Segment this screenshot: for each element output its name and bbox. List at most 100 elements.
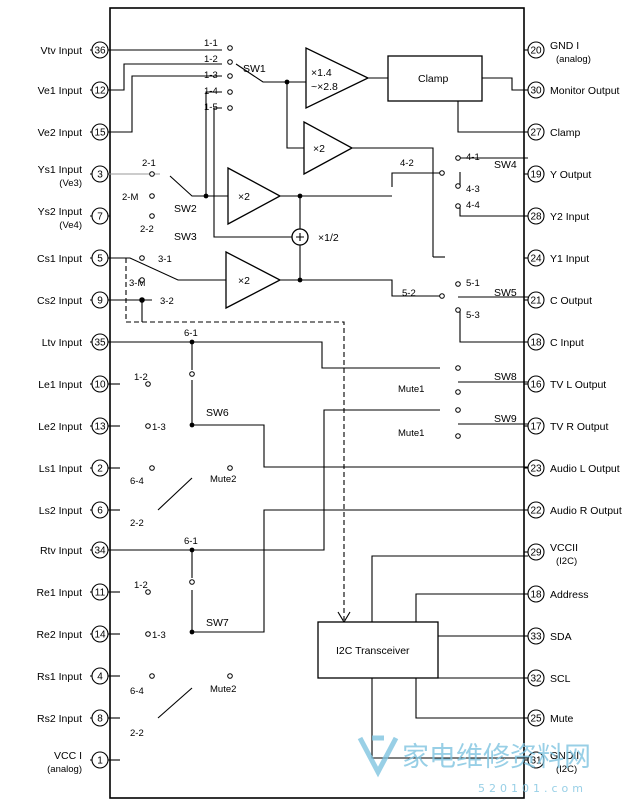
pin-number-badge (527, 459, 545, 477)
pin-number-badge (91, 333, 109, 351)
switch-contact (149, 213, 155, 219)
pin-sublabel: (analog) (47, 764, 82, 775)
switch-contact (145, 423, 151, 429)
pin-label: Clamp (550, 127, 581, 139)
junction-node (189, 339, 195, 345)
pin-label: Rtv Input (40, 545, 82, 557)
i2c-label: I2C Transceiver (336, 645, 410, 657)
pin-number-badge (91, 165, 109, 183)
switch-contact (145, 381, 151, 387)
contact-1-1: 1-1 (204, 38, 218, 49)
pin-number: 15 (94, 128, 106, 139)
contact-5-3: 5-3 (466, 310, 480, 321)
pin-label: GND I (550, 40, 579, 52)
pin-number: 14 (94, 630, 106, 641)
switch-terminals (139, 45, 461, 679)
pin-label: Y Output (550, 169, 591, 181)
pin-label: Y1 Input (550, 253, 589, 265)
pin-number-badge (91, 417, 109, 435)
amp-gain-3 (227, 166, 282, 226)
pin-label: Ve1 Input (38, 85, 82, 97)
contact-1-4: 1-4 (204, 86, 218, 97)
pin-number-badge (91, 541, 109, 559)
sw3-label: SW3 (174, 231, 197, 243)
pin-number: 11 (95, 588, 106, 599)
audio-wiring (109, 341, 528, 761)
amp-gain-2 (303, 120, 354, 176)
amp1-label: ×1.4 (311, 67, 332, 79)
pin-number: 1 (97, 756, 103, 767)
pin-number: 23 (530, 464, 542, 475)
contact-2-2-l: 2-2 (130, 518, 144, 529)
junction-node (189, 629, 195, 635)
pin-number: 36 (94, 46, 106, 57)
pin-number: 6 (97, 506, 103, 517)
contact-2-2: 2-2 (140, 224, 154, 235)
pin-sublabel: (I2C) (556, 556, 577, 567)
pin-label: Rs1 Input (37, 671, 82, 683)
pin-number: 18 (530, 590, 542, 601)
pin-number-badge (91, 751, 109, 769)
contact-1-3-l: 1-3 (152, 422, 166, 433)
switch-contact (227, 105, 233, 111)
pin-number: 9 (97, 296, 103, 307)
pin-number: 35 (94, 338, 106, 349)
pin-label: Re1 Input (36, 587, 82, 599)
switch-contact (189, 579, 195, 585)
pin-label: Ltv Input (42, 337, 82, 349)
pin-number: 3 (97, 170, 103, 181)
amp1-label-b: ~×2.8 (311, 81, 338, 93)
pin-label: SDA (550, 631, 572, 643)
pin-number-badge (91, 667, 109, 685)
sw6-label: SW6 (206, 407, 229, 419)
contact-6-4-l: 6-4 (130, 476, 144, 487)
pin-number-badge (527, 751, 545, 769)
sw2-label: SW2 (174, 203, 197, 215)
switch-contact (139, 255, 145, 261)
pin-label: Ve2 Input (38, 127, 82, 139)
pin-number: 16 (530, 380, 542, 391)
switch-contact (439, 293, 445, 299)
pin-number-badge (91, 123, 109, 141)
contact-5-2: 5-2 (402, 288, 416, 299)
amp-gain-4 (225, 250, 282, 310)
switch-contact (455, 433, 461, 439)
pin-number: 4 (97, 672, 103, 683)
contact-1-2-r: 1-2 (134, 580, 148, 591)
contact-3-1: 3-1 (158, 254, 172, 265)
pin-number-badge (527, 165, 545, 183)
switch-contact (227, 89, 233, 95)
chip-outline (109, 7, 525, 799)
junction-node (297, 193, 303, 199)
pin-number-badge (91, 375, 109, 393)
pin-label: GNDII (550, 750, 579, 762)
pin-number-badge (527, 291, 545, 309)
pin-number: 30 (530, 86, 542, 97)
amp-gain-1 (305, 46, 370, 110)
switch-contact (139, 277, 145, 283)
contact-1-5: 1-5 (204, 102, 218, 113)
mute2-r: Mute2 (210, 684, 236, 695)
switch-contact (455, 389, 461, 395)
pin-number-badge (527, 249, 545, 267)
pin-number: 13 (94, 422, 106, 433)
pin-number: 7 (97, 212, 103, 223)
watermark-url: 520101.com (478, 782, 587, 795)
pin-number: 2 (97, 464, 103, 475)
